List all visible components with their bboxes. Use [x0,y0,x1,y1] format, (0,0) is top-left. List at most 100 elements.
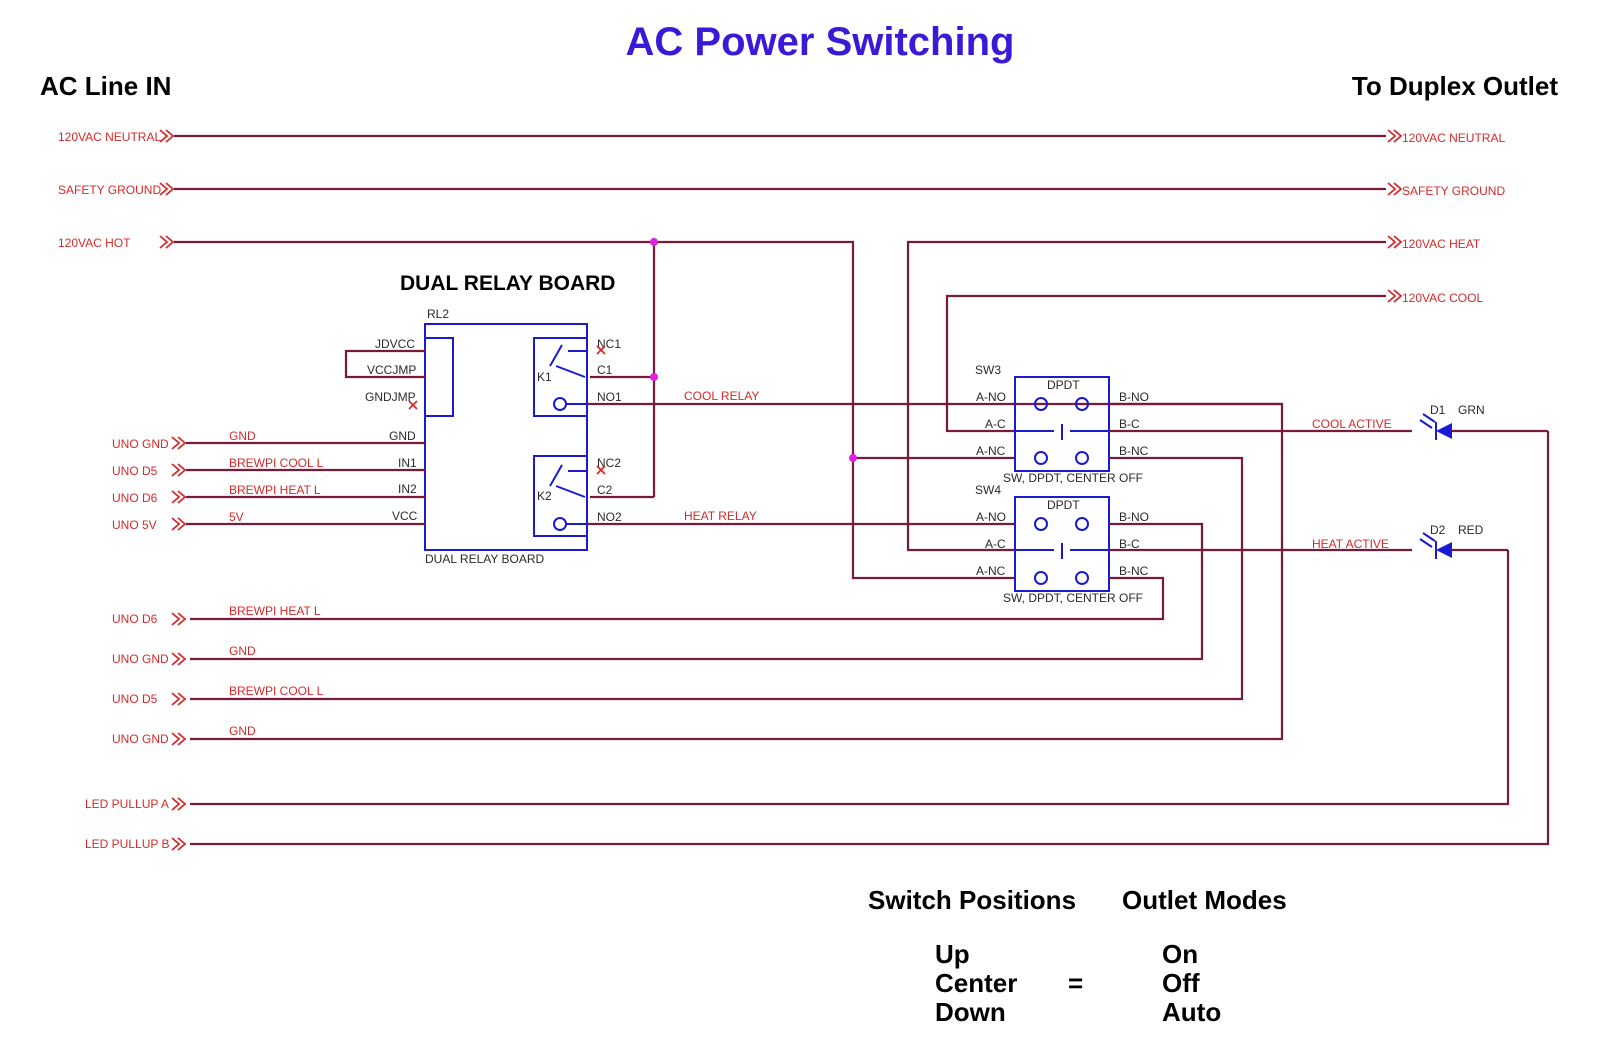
legend-position-down: Down [935,997,1006,1027]
sw4-type: DPDT [1047,498,1080,512]
pin-gnd: GND [389,429,416,443]
sw3-bnc-wire [190,456,1244,701]
led-d2-symbol [1419,532,1508,559]
in-neutral-label: 120VAC NEUTRAL [58,130,161,144]
k1-box [533,337,588,417]
header-to-duplex-outlet: To Duplex Outlet [1352,71,1558,101]
heat-out-wire [906,240,1386,552]
no-connect-marks [408,345,606,475]
uno-in-net-1: BREWPI COOL L [229,456,324,470]
k1-contacts [549,344,587,411]
legend-mode-on: On [1162,939,1198,969]
k2-box [533,455,588,537]
legend-outlet-modes: Outlet Modes [1122,885,1287,915]
led-d2-color: RED [1458,523,1484,537]
bottom-net-3: GND [229,724,256,738]
pullup-a-wire [190,550,1510,806]
cool-active-label: COOL ACTIVE [1312,417,1392,431]
pin-gndjmp: GNDJMP [365,390,416,404]
bottom-port-arrows [171,612,187,851]
cool-relay-wire [190,402,1284,741]
legend-position-up: Up [935,939,970,969]
relay-board-footer: DUAL RELAY BOARD [425,552,544,566]
sw4-pin-b-nc: B-NC [1119,564,1149,578]
bottom-net-0: BREWPI HEAT L [229,604,321,618]
bottom-net-1: GND [229,644,256,658]
sw4-pin-b-no: B-NO [1119,510,1149,524]
heat-active-label: HEAT ACTIVE [1312,537,1389,551]
in-arrows [159,129,175,249]
relay-ref: RL2 [427,307,449,321]
bottom-port-1: UNO GND [112,652,169,666]
legend-equals: = [1068,968,1083,998]
sw3-pin-a-nc: A-NC [976,444,1006,458]
heat-relay-label: HEAT RELAY [684,509,757,523]
sw4-pin-a-c: A-C [985,537,1006,551]
sw4-bno-wire [190,522,1204,661]
led-d1-symbol [1419,413,1548,440]
in-ground-label: SAFETY GROUND [58,183,161,197]
jumper-block [424,337,454,417]
junction-c1 [650,373,658,381]
bottom-port-3: UNO GND [112,732,169,746]
k2-contacts [549,464,587,531]
legend-mode-auto: Auto [1162,997,1221,1027]
pin-no1: NO1 [597,390,622,404]
pin-c2: C2 [597,483,613,497]
pin-in1: IN1 [398,456,417,470]
diagram-title: AC Power Switching [626,20,1015,64]
out-cool-label: 120VAC COOL [1402,291,1483,305]
k1-label: K1 [537,370,552,384]
uno-in-port-3: UNO 5V [112,518,157,532]
sw3-desc: SW, DPDT, CENTER OFF [1003,471,1143,485]
bottom-port-4: LED PULLUP A [85,797,169,811]
pin-vccjmp: VCCJMP [367,363,416,377]
led-d1-color: GRN [1458,403,1485,417]
pin-in2: IN2 [398,482,417,496]
legend-position-center: Center [935,968,1017,998]
cool-out-wire [945,294,1386,433]
sw3-pin-a-c: A-C [985,417,1006,431]
sw4-body [1014,496,1110,592]
pin-jdvcc: JDVCC [375,337,415,351]
sw4-bnc-wire [190,576,1165,621]
bottom-port-0: UNO D6 [112,612,158,626]
junction-hot-sw3 [849,454,857,462]
sw4-pin-a-nc: A-NC [976,564,1006,578]
out-neutral-label: 120VAC NEUTRAL [1402,131,1505,145]
junction-hot-relay [650,238,658,246]
sw3-type: DPDT [1047,378,1080,392]
sw4-contacts [1015,517,1109,585]
out-ground-label: SAFETY GROUND [1402,184,1505,198]
sw4-pin-b-c: B-C [1119,537,1140,551]
sw3-pin-b-c: B-C [1119,417,1140,431]
relay-board-body [424,323,588,551]
out-arrows [1387,129,1403,303]
uno-in-net-2: BREWPI HEAT L [229,483,321,497]
legend-mode-off: Off [1162,968,1200,998]
bottom-net-2: BREWPI COOL L [229,684,324,698]
k2-label: K2 [537,489,552,503]
sw4-pin-a-no: A-NO [976,510,1006,524]
in-hot-label: 120VAC HOT [58,236,131,250]
uno-in-port-0: UNO GND [112,437,169,451]
uno-in-net-0: GND [229,429,256,443]
sw4-desc: SW, DPDT, CENTER OFF [1003,591,1143,605]
pin-no2: NO2 [597,510,622,524]
uno-in-net-3: 5V [229,510,244,524]
pullup-b-wire [190,431,1550,846]
uno-in-port-1: UNO D5 [112,464,158,478]
sw4-ref: SW4 [975,483,1001,497]
pin-nc2: NC2 [597,456,621,470]
cool-relay-label: COOL RELAY [684,389,759,403]
legend-switch-positions: Switch Positions [868,885,1076,915]
led-d2-ref: D2 [1430,523,1446,537]
header-ac-line-in: AC Line IN [40,71,171,101]
relay-board-heading: DUAL RELAY BOARD [400,272,615,295]
bottom-port-2: UNO D5 [112,692,158,706]
out-heat-label: 120VAC HEAT [1402,237,1481,251]
hot-wire [174,240,1015,580]
sw3-pin-b-no: B-NO [1119,390,1149,404]
bottom-port-5: LED PULLUP B [85,837,170,851]
